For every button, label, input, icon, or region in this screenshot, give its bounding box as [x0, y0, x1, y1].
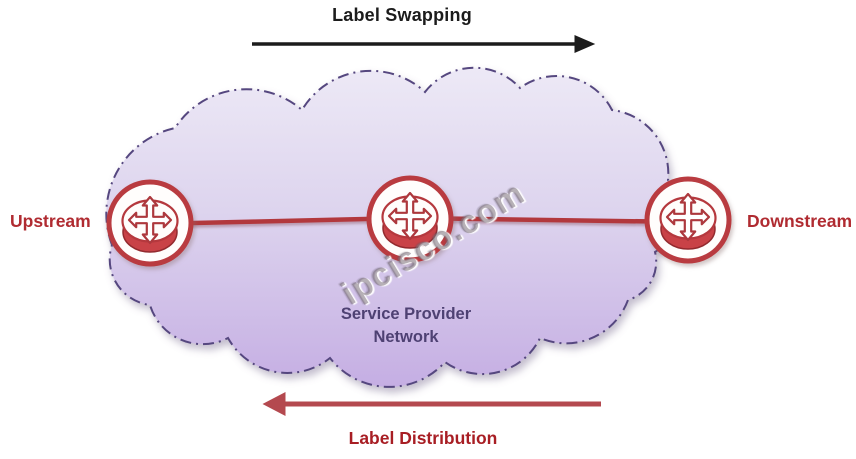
- cloud-label: Service Provider Network: [340, 305, 472, 346]
- upstream-router-icon: [109, 182, 191, 264]
- label-distribution-label: Label Distribution: [348, 428, 498, 448]
- downstream-label: Downstream: [747, 211, 853, 231]
- label-swapping-title: Label Swapping: [332, 5, 472, 25]
- upstream-label: Upstream: [10, 211, 91, 231]
- downstream-router-icon: [647, 179, 729, 261]
